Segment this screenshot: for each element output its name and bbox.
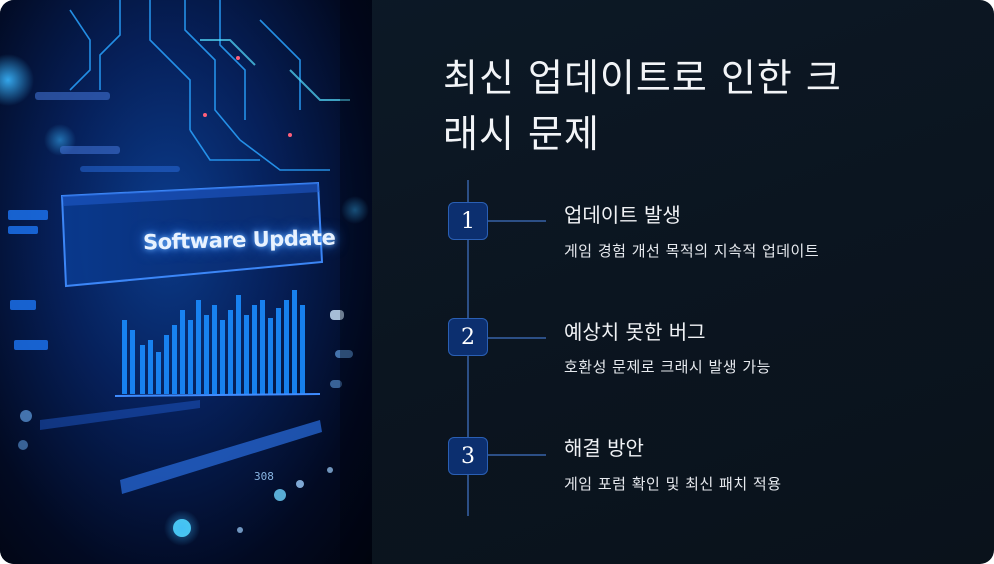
software-update-caption: Software Update	[142, 225, 336, 255]
step-3-description: 게임 포럼 확인 및 최신 패치 적용	[564, 475, 782, 493]
slide-title-line-2: 래시 문제	[443, 112, 600, 156]
step-2-title: 예상치 못한 버그	[564, 320, 706, 344]
slide-title-line-1: 최신 업데이트로 인한 크	[443, 56, 842, 100]
slide-title: 최신 업데이트로 인한 크 래시 문제	[443, 50, 943, 162]
step-1-title: 업데이트 발생	[564, 203, 681, 227]
software-update-illustration	[0, 0, 372, 564]
photo-readout: 308	[254, 470, 274, 483]
software-update-image: Software Update 308	[0, 0, 372, 564]
step-1-marker: 1	[448, 202, 488, 240]
step-1-description: 게임 경험 개선 목적의 지속적 업데이트	[564, 242, 820, 260]
step-3-title: 해결 방안	[564, 436, 644, 460]
step-2-marker: 2	[448, 318, 488, 356]
step-2-description: 호환성 문제로 크래시 발생 가능	[564, 358, 771, 376]
step-2-connector	[488, 337, 546, 339]
step-3-marker: 3	[448, 437, 488, 475]
step-1-connector	[488, 220, 546, 222]
step-3-connector	[488, 454, 546, 456]
